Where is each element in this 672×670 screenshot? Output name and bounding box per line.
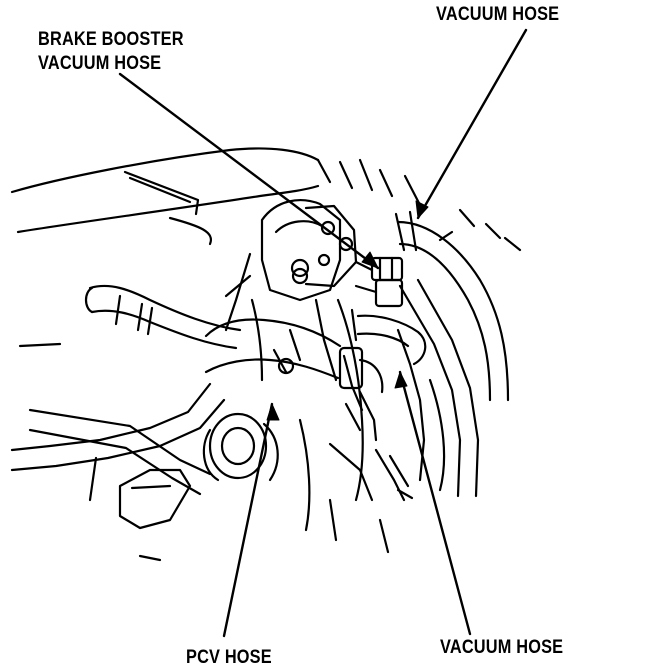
leader-lines	[118, 28, 528, 638]
leader-pcv-hose	[222, 402, 274, 638]
lower-left-pipe	[28, 408, 212, 530]
leader-brake-booster	[118, 72, 380, 270]
label-pcv-hose: PCV HOSE	[186, 647, 272, 668]
leader-vacuum-hose-bottom	[398, 370, 472, 636]
arrowheads	[266, 200, 429, 421]
pcv-hose-left	[84, 284, 242, 350]
label-brake-booster-line1: BRAKE BOOSTER	[38, 29, 184, 50]
label-vacuum-hose-bottom: VACUUM HOSE	[440, 637, 564, 658]
arrow-vacuum-hose-top	[415, 200, 429, 219]
leader-vacuum-hose-top	[416, 28, 528, 220]
label-vacuum-hose-top: VACUUM HOSE	[436, 4, 560, 25]
label-brake-booster-line2: VACUUM HOSE	[38, 53, 162, 74]
hose-clamp	[354, 256, 404, 308]
manifold-ribs	[316, 158, 522, 252]
lower-structure	[18, 274, 374, 562]
small-fittings	[344, 390, 414, 502]
arrow-pcv-hose	[266, 403, 280, 421]
booster-fitting	[291, 204, 358, 288]
vacuum-hose-upper	[394, 210, 510, 498]
throttle-body	[202, 412, 279, 482]
pcv-hose-main	[10, 318, 342, 472]
arrow-brake-booster	[361, 251, 379, 269]
manifold-cover	[10, 147, 320, 246]
engine-body	[224, 199, 446, 554]
arrow-vacuum-hose-bottom	[394, 371, 408, 389]
vacuum-hose-loop	[338, 308, 427, 412]
